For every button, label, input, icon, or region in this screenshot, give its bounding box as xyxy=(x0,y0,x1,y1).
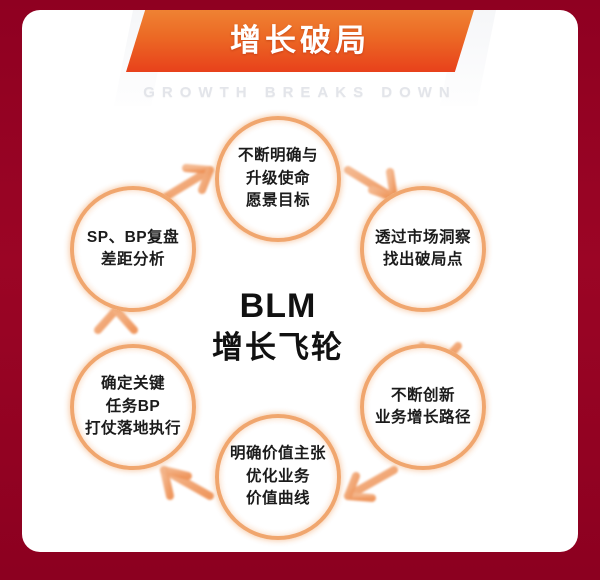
node-execute[interactable]: 确定关键 任务BP 打仗落地执行 xyxy=(70,344,196,470)
growth-flywheel-diagram: 不断明确与 升级使命 愿景目标 透过市场洞察 找出破局点 不断创新 业务增长路径… xyxy=(22,114,578,552)
white-card: 增长破局 GROWTH BREAKS DOWN xyxy=(22,10,578,552)
page-subtitle: GROWTH BREAKS DOWN xyxy=(143,84,457,101)
title-banner: 增长破局 xyxy=(126,10,474,72)
node-execute-label: 确定关键 任务BP 打仗落地执行 xyxy=(84,375,181,438)
node-insight[interactable]: 透过市场洞察 找出破局点 xyxy=(360,186,486,312)
center-title-en: BLM xyxy=(239,286,317,325)
node-vision-label: 不断明确与 升级使命 愿景目标 xyxy=(237,147,318,210)
node-vision[interactable]: 不断明确与 升级使命 愿景目标 xyxy=(215,116,341,242)
node-review-label: SP、BP复盘 差距分析 xyxy=(86,228,180,268)
node-innovate-label: 不断创新 业务增长路径 xyxy=(374,386,471,426)
center-title-cn: 增长飞轮 xyxy=(212,330,344,366)
node-value[interactable]: 明确价值主张 优化业务 价值曲线 xyxy=(215,414,341,540)
arrow-innovate-to-value xyxy=(344,466,398,502)
node-value-label: 明确价值主张 优化业务 价值曲线 xyxy=(229,445,326,508)
title-banner-area: 增长破局 xyxy=(22,10,578,106)
arrow-review-to-vision xyxy=(160,164,214,202)
node-review[interactable]: SP、BP复盘 差距分析 xyxy=(70,186,196,312)
arrow-value-to-execute xyxy=(160,466,214,500)
flywheel-center-label: BLM 增长飞轮 xyxy=(180,262,376,394)
node-innovate[interactable]: 不断创新 业务增长路径 xyxy=(360,344,486,470)
node-insight-label: 透过市场洞察 找出破局点 xyxy=(374,228,471,268)
arrow-vision-to-insight xyxy=(344,166,398,202)
page-title: 增长破局 xyxy=(230,22,370,58)
